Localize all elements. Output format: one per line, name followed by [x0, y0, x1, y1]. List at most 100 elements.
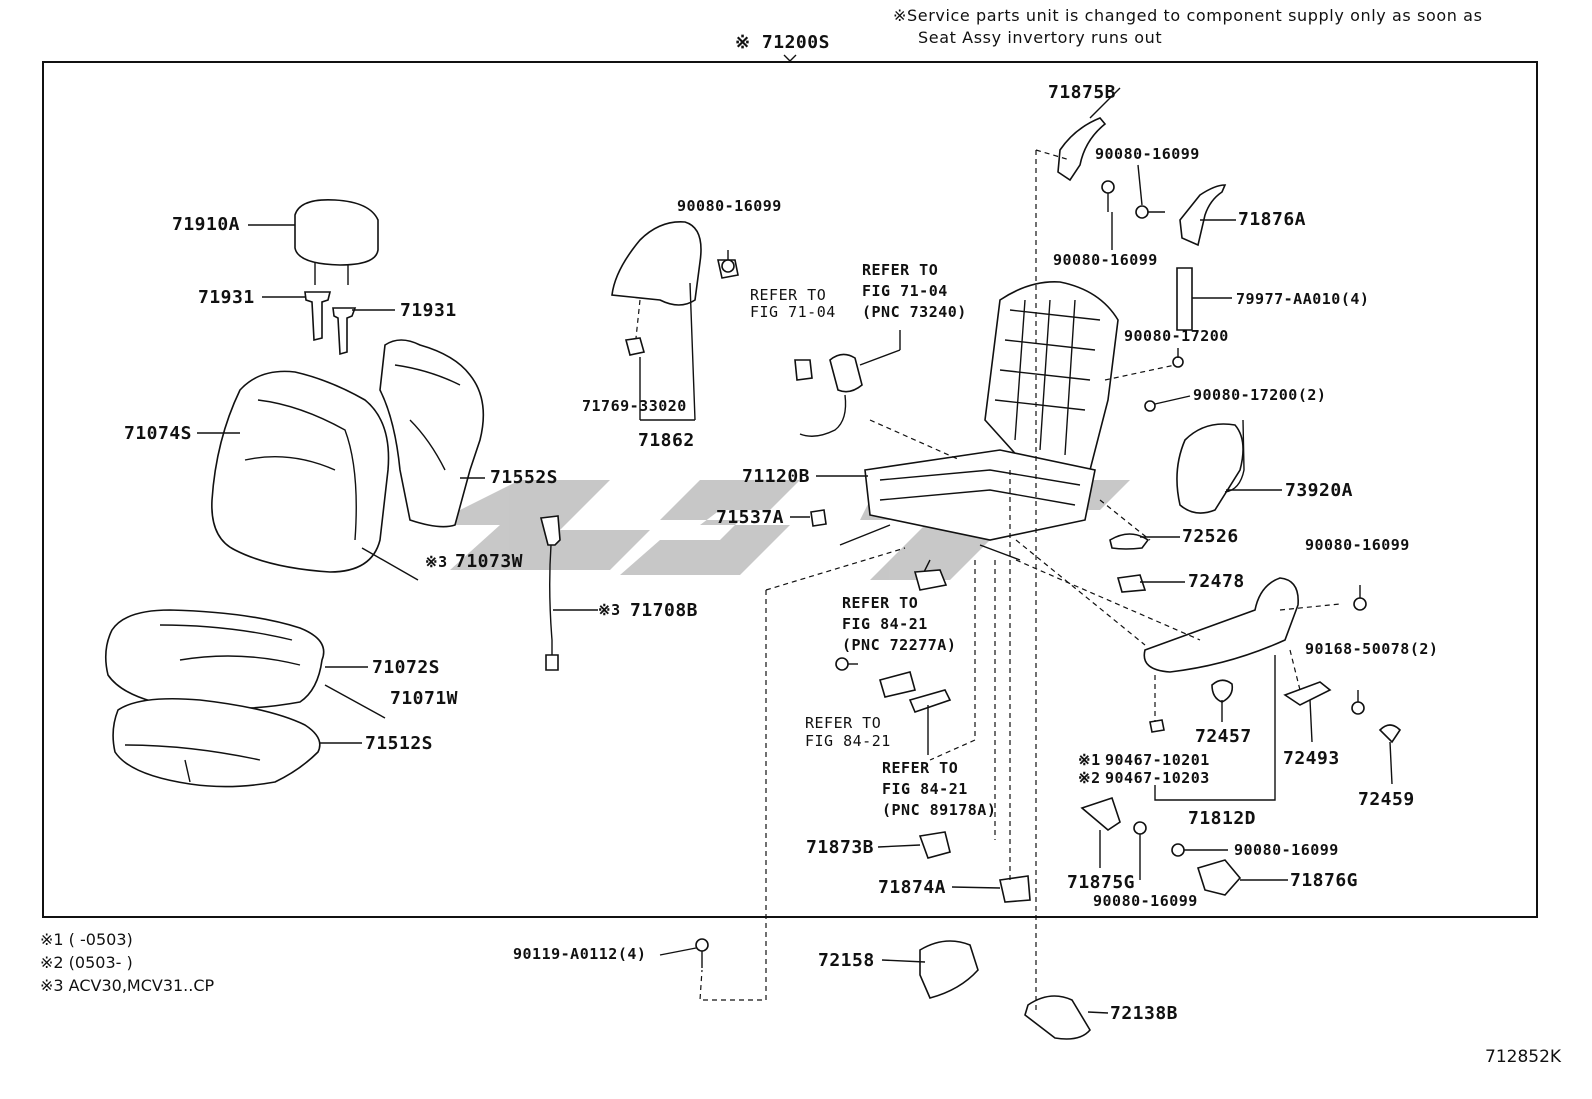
part-90467-10201[interactable]: 90467-10201	[1105, 751, 1210, 769]
part-71876A[interactable]: 71876A	[1238, 209, 1307, 230]
part-79977-AA010[interactable]: 79977-AA010(4)	[1236, 290, 1370, 308]
part-90080-16099-a[interactable]: 90080-16099	[1095, 145, 1200, 163]
harness-89178A	[908, 689, 952, 713]
clip-90467	[1149, 719, 1165, 733]
mark-3a: ※3	[425, 553, 448, 571]
refer-note-2-line-1[interactable]: REFER TO	[862, 261, 939, 279]
mark-2: ※2	[1078, 769, 1101, 787]
seat-frame-drawing	[839, 281, 1119, 591]
part-72138B[interactable]: 72138B	[1110, 1003, 1179, 1024]
refer-note-1-line-2[interactable]: FIG 71-04	[750, 303, 836, 321]
seatback-cover-drawing	[211, 370, 419, 581]
part-71910A[interactable]: 71910A	[172, 214, 241, 235]
recliner-cover-drawing	[611, 221, 739, 421]
part-90080-16099-f[interactable]: 90080-16099	[677, 197, 782, 215]
airbag-73920A	[1176, 423, 1244, 514]
refer-note-3-line-3[interactable]: (PNC 72277A)	[842, 636, 957, 654]
hinge-cover-71876A	[1179, 184, 1227, 247]
part-90080-16099-d[interactable]: 90080-16099	[1234, 841, 1339, 859]
headrest-guides	[304, 291, 357, 356]
part-90080-16099-c[interactable]: 90080-16099	[1305, 536, 1410, 554]
part-72459[interactable]: 72459	[1358, 789, 1415, 810]
part-72493[interactable]: 72493	[1283, 748, 1340, 769]
part-90080-17200-2[interactable]: 90080-17200(2)	[1193, 386, 1327, 404]
part-71812D[interactable]: 71812D	[1188, 808, 1257, 829]
headrest-drawing	[294, 198, 379, 285]
part-71931-a[interactable]: 71931	[198, 287, 255, 308]
refer-note-1-line-1[interactable]: REFER TO	[750, 286, 827, 304]
part-71120B[interactable]: 71120B	[742, 466, 811, 487]
refer-note-2-line-3[interactable]: (PNC 73240)	[862, 303, 967, 321]
part-90467-10203[interactable]: 90467-10203	[1105, 769, 1210, 787]
part-71073W[interactable]: 71073W	[455, 551, 524, 572]
part-71769-33020[interactable]: 71769-33020	[582, 397, 687, 415]
bolts	[695, 180, 1367, 968]
part-71875B[interactable]: 71875B	[1048, 82, 1117, 103]
refer-note-5-line-3[interactable]: (PNC 89178A)	[882, 801, 997, 819]
part-72478[interactable]: 72478	[1188, 571, 1245, 592]
knob-72457	[1211, 679, 1234, 703]
cover-72138B	[1024, 995, 1091, 1040]
refer-note-3-line-2[interactable]: FIG 84-21	[842, 615, 928, 633]
seat-belt-drawing	[539, 515, 598, 671]
part-71552S[interactable]: 71552S	[490, 467, 559, 488]
refer-note-2-line-2[interactable]: FIG 71-04	[862, 282, 948, 300]
service-note-line-1: ※Service parts unit is changed to compon…	[893, 6, 1483, 25]
part-71708B[interactable]: 71708B	[630, 600, 699, 621]
cover-71875G	[1080, 796, 1121, 831]
bracket-72277A	[879, 671, 916, 698]
bracket-71873B	[918, 831, 951, 859]
footnote-2: ※2 (0503- )	[40, 953, 133, 972]
footnote-3: ※3 ACV30,MCV31..CP	[40, 976, 215, 995]
refer-note-4-line-1[interactable]: REFER TO	[805, 714, 882, 732]
hinge-cover-71875B	[1057, 117, 1107, 182]
cushion-pad-drawing	[112, 698, 321, 788]
mark-1: ※1	[1078, 751, 1101, 769]
part-72526[interactable]: 72526	[1182, 526, 1239, 547]
diagram-frame	[42, 61, 1538, 918]
clip-71537A	[810, 509, 827, 527]
service-note-line-2: Seat Assy invertory runs out	[918, 28, 1163, 47]
part-90119-A0112[interactable]: 90119-A0112(4)	[513, 945, 647, 963]
seat-buckle-drawing	[794, 353, 863, 437]
part-73920A[interactable]: 73920A	[1285, 480, 1354, 501]
part-71875G[interactable]: 71875G	[1067, 872, 1136, 893]
part-71876G[interactable]: 71876G	[1290, 870, 1359, 891]
figure-code: 712852K	[1485, 1047, 1562, 1067]
mark-3b: ※3	[598, 601, 621, 619]
cap-72459	[1378, 724, 1402, 744]
assembly-label: ※ 71200S	[735, 32, 830, 53]
cover-71876G	[1196, 859, 1242, 896]
part-71537A[interactable]: 71537A	[716, 507, 785, 528]
dashed-guides	[699, 149, 1341, 1010]
part-90080-16099-b[interactable]: 90080-16099	[1053, 251, 1158, 269]
part-90168-50078[interactable]: 90168-50078(2)	[1305, 640, 1439, 658]
part-90080-16099-e[interactable]: 90080-16099	[1093, 892, 1198, 910]
part-72457[interactable]: 72457	[1195, 726, 1252, 747]
part-72158[interactable]: 72158	[818, 950, 875, 971]
side-shield-71812D	[1143, 577, 1299, 673]
sticker-79977	[1176, 267, 1193, 331]
refer-note-5-line-1[interactable]: REFER TO	[882, 759, 959, 777]
shield-72526	[1109, 533, 1150, 550]
bracket-71874A	[999, 875, 1031, 903]
footnote-1: ※1 ( -0503)	[40, 930, 133, 949]
part-71873B[interactable]: 71873B	[806, 837, 875, 858]
refer-note-3-line-1[interactable]: REFER TO	[842, 594, 919, 612]
part-71931-b[interactable]: 71931	[400, 300, 457, 321]
seatback-pad-drawing	[379, 339, 485, 528]
part-71071W[interactable]: 71071W	[390, 688, 459, 709]
leader-lines	[197, 87, 1393, 1014]
part-90080-17200[interactable]: 90080-17200	[1124, 327, 1229, 345]
cushion-cover-drawing	[104, 609, 386, 719]
part-71072S[interactable]: 71072S	[372, 657, 441, 678]
part-71874A[interactable]: 71874A	[878, 877, 947, 898]
refer-note-5-line-2[interactable]: FIG 84-21	[882, 780, 968, 798]
cover-72158	[919, 940, 979, 999]
part-71512S[interactable]: 71512S	[365, 733, 434, 754]
refer-note-4-line-2[interactable]: FIG 84-21	[805, 732, 891, 750]
part-71862[interactable]: 71862	[638, 430, 695, 451]
lever-72493	[1283, 681, 1332, 706]
part-71074S[interactable]: 71074S	[124, 423, 193, 444]
